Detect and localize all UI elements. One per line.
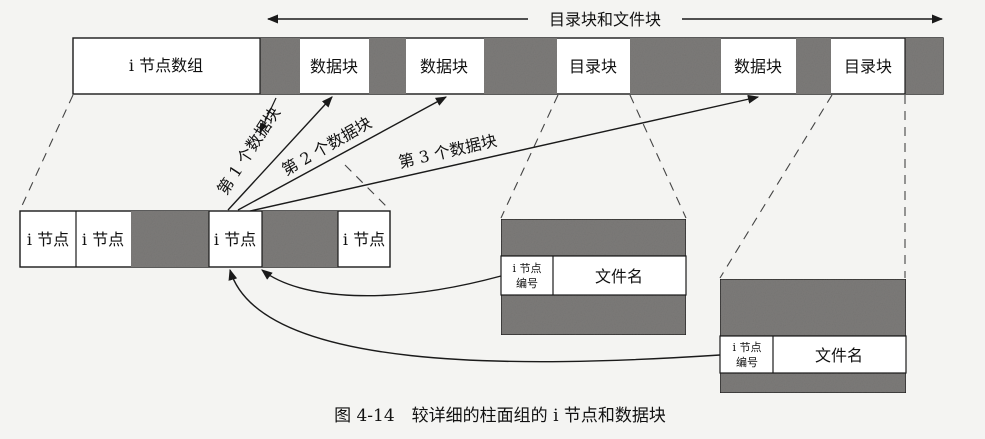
inode-label: i 节点 <box>82 230 124 249</box>
gray-block <box>131 211 209 267</box>
pointer-arrow-3 <box>249 94 760 212</box>
back-pointer-arrow <box>261 269 502 297</box>
pointer-arrow-1 <box>227 96 333 211</box>
gray-block <box>369 38 406 94</box>
dir-block-label: 目录块 <box>569 57 617 76</box>
dir-entry <box>500 255 687 296</box>
inode-number-label: i 节点 <box>512 262 541 275</box>
inode-array-label: i 节点数组 <box>129 56 203 75</box>
inode-back-pointers <box>228 268 721 363</box>
third-block-label: 第 3 个数据块 <box>397 131 499 172</box>
dir-block-label: 目录块 <box>844 57 892 76</box>
zoom-line <box>344 164 391 211</box>
data-block-label: 数据块 <box>420 57 468 76</box>
gray-block <box>500 294 687 336</box>
top-span: 目录块和文件块 <box>266 10 944 29</box>
data-block-label: 数据块 <box>734 57 782 76</box>
pointer-arrow-2 <box>237 96 447 211</box>
zoom-line <box>19 94 74 211</box>
gray-block <box>630 38 721 94</box>
directory-block-detail: i 节点 编号 文件名 <box>719 278 907 394</box>
figure-caption: 图 4-14 较详细的柱面组的 i 节点和数据块 <box>334 406 666 426</box>
back-pointer-arrow <box>228 268 721 363</box>
gray-block <box>905 38 943 94</box>
gray-block <box>500 218 687 257</box>
top-span-label: 目录块和文件块 <box>549 10 661 29</box>
gray-block <box>796 38 831 94</box>
inode-label: i 节点 <box>343 230 385 249</box>
inode-number-label: 编号 <box>516 276 538 290</box>
data-block-pointers <box>227 94 760 212</box>
filename-label: 文件名 <box>815 346 863 365</box>
dir-entry <box>719 335 907 374</box>
gray-block <box>719 372 907 394</box>
gray-block <box>260 38 300 94</box>
inode-label: i 节点 <box>214 230 256 249</box>
inode-number-label: i 节点 <box>732 341 761 354</box>
short-pointer-arrow <box>259 97 277 133</box>
inode-row: i 节点 i 节点 i 节点 i 节点 <box>19 210 391 268</box>
directory-block-detail: i 节点 编号 文件名 <box>500 218 687 336</box>
filename-label: 文件名 <box>595 267 643 286</box>
first-block-label: 第 1 个数据块 <box>213 104 284 199</box>
zoom-line <box>629 94 687 219</box>
gray-block <box>262 211 338 267</box>
top-block-row: i 节点数组 数据块 数据块 目录块 数据块 目录块 <box>72 37 944 95</box>
inode-label: i 节点 <box>27 230 69 249</box>
data-block-label: 数据块 <box>310 57 358 76</box>
zoom-line <box>500 94 559 219</box>
zoom-line <box>719 94 833 279</box>
inode-number-label: 编号 <box>736 355 758 369</box>
gray-block <box>719 278 907 337</box>
zoom-guides <box>19 94 906 279</box>
second-block-label: 第 2 个数据块 <box>279 113 375 180</box>
gray-block <box>484 38 557 94</box>
